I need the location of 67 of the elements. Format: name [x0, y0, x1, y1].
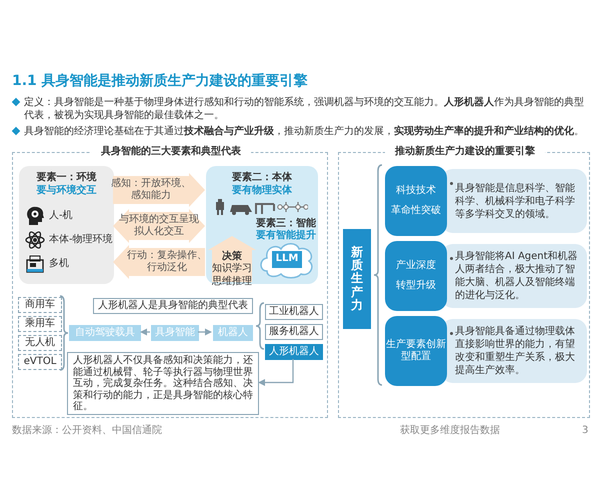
bullet-text: 定义：具身智能是一种基于物理身体进行感知和行动的智能系统，强调机器与环境的交互能力。人形机器人作为具身智能的典型代表，被视为实现具身智能的最佳载体之一。 — [24, 96, 584, 122]
card-heading: 要素一：环境 — [36, 172, 98, 184]
node-label: 机器人 — [218, 326, 248, 340]
bullet-text: 具身智能将AI Agent和机器人两者结合，极大推动了智能大脑、机器人及智能终端的进化与泛化。 — [455, 250, 579, 302]
label-box — [265, 324, 323, 340]
item-label: 多机 — [49, 258, 70, 270]
item-label: 人-机 — [49, 210, 74, 222]
arrow — [258, 359, 294, 386]
block-arrow — [113, 173, 205, 207]
page-number: 3 — [582, 424, 590, 437]
node-label: 自动驾驶载具 — [75, 326, 135, 340]
card-subheading: 要与环境交互 — [36, 185, 98, 198]
page-title: 1.1 具身智能是推动新质生产力建设的重要引擎 — [12, 72, 308, 90]
block-arrow — [113, 209, 205, 243]
bullet-text: 具身智能的经济理论基础在于其通过技术融合与产业升级，推动新质生产力的发展，实现劳动生产率的提升和产业结构的优化。 — [24, 125, 584, 138]
node-label: 革命性突破 — [391, 205, 441, 218]
element-card — [206, 166, 318, 284]
panel-title: 推动新质生产力建设的重要引擎 — [385, 146, 545, 158]
highlight-box — [385, 316, 447, 386]
highlight-box — [385, 166, 447, 236]
caption-box — [93, 298, 253, 314]
node-label: 具身智能 — [155, 326, 195, 340]
arrow — [140, 328, 150, 336]
vertical-bar — [343, 229, 371, 329]
bullet-text: 具身智能是信息科学、智能科学、机械科学和电子科学等多学科交叉的领域。 — [455, 182, 576, 220]
node-label: 人形机器人 — [269, 346, 319, 358]
item-label: 本体-物理环境 — [49, 234, 113, 246]
label-box — [18, 335, 62, 351]
node-label: eVTOL — [24, 356, 56, 368]
edge-label: 感知：开放环境、感知能力 — [111, 178, 191, 202]
node-label: 工业机器人 — [269, 306, 319, 318]
brain-cloud — [259, 241, 315, 279]
block-arrow — [113, 245, 205, 279]
node-label: 人形机器人是具身智能的典型代表 — [98, 300, 248, 312]
card-subheading: 要有物理实体 — [231, 185, 293, 198]
label-box — [18, 297, 62, 313]
arrow — [198, 328, 212, 336]
node-label: 无人机 — [25, 336, 55, 350]
label-box — [18, 354, 62, 370]
label-box — [265, 304, 323, 320]
node-label: 生产要素创新型配置 — [385, 338, 447, 364]
node-label: 新质生产力 — [351, 246, 363, 312]
node-label: 产业深度 — [396, 260, 436, 272]
card-heading: 要素二：本体 — [231, 172, 293, 184]
label-box — [18, 316, 62, 332]
edge-label: 行动：复杂操作、行动泛化 — [127, 250, 207, 274]
footer-note: 获取更多维度报告数据 — [400, 424, 501, 437]
card-heading: 要素三：智能 — [255, 218, 316, 230]
llm-label: LLM — [274, 253, 300, 266]
panel-title: 具身智能的三大要素和典型代表 — [91, 146, 251, 158]
category-box — [213, 325, 253, 341]
arrow-text: 知识学习思维推理 — [212, 263, 252, 288]
highlight-box — [385, 241, 447, 311]
arrow-title: 决策 — [221, 251, 243, 263]
description-text: 人形机器人不仅具备感知和决策能力，还能通过机械臂、轮子等执行器与物理世界互动，完成复杂任务。这种结合感知、决策和行动的能力，正是具身智能的核心特征。 — [73, 355, 253, 412]
category-box — [69, 325, 141, 341]
category-box — [151, 325, 199, 341]
card-subheading: 要有智能提升 — [255, 230, 316, 242]
node-label: 商用车 — [25, 298, 55, 312]
node-label: 乘用车 — [25, 318, 55, 330]
source-note: 数据来源：公开资料、中国信通院 — [12, 424, 163, 437]
bullet-text: 具身智能具备通过物理载体直接影响世界的能力，有望改变和重塑生产关系，极大提高生产效率。 — [455, 325, 576, 377]
node-label: 科技技术 — [396, 184, 436, 197]
label-box — [265, 344, 323, 360]
node-label: 转型升级 — [396, 280, 436, 292]
node-label: 服务机器人 — [269, 326, 319, 338]
edge-label: 与环境的交互呈现拟人化交互 — [119, 214, 199, 238]
